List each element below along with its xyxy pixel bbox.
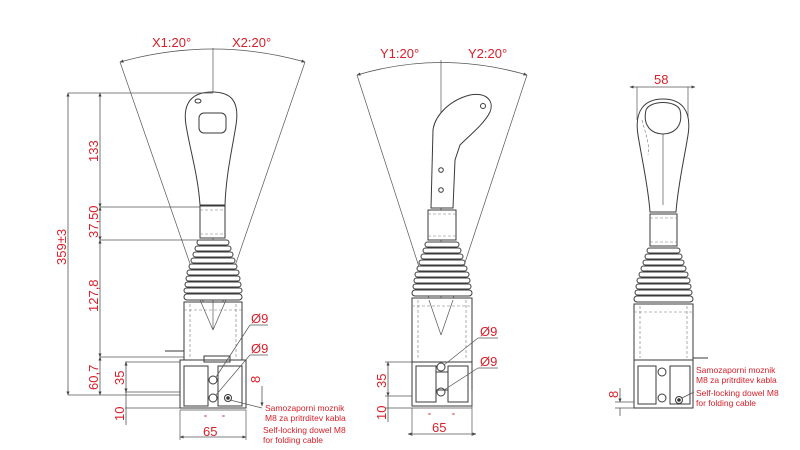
side-dim-10-label: 10 [374, 406, 389, 420]
rear-note-line3: Self-locking dowel M8 [696, 388, 779, 398]
front-note-line1: Samozaporni moznik [265, 403, 345, 413]
front-dim-65-label: 65 [203, 424, 217, 439]
rear-dim-58-label: 58 [654, 72, 668, 87]
front-dim-607-label: 60,7 [86, 365, 101, 390]
side-dim-35-label: 35 [374, 374, 389, 388]
side-view: Y1:20° Y2:20° [356, 46, 528, 436]
front-dim-8-label: 8 [248, 376, 263, 383]
front-note-line2: M8 za pritrditev kabla [265, 413, 346, 423]
svg-text:=: = [204, 414, 207, 420]
rear-note-line4: for folding cable [696, 398, 756, 408]
front-dim-3750-label: 37,50 [86, 205, 101, 238]
side-base [411, 297, 473, 363]
side-angle-left-label: Y1:20° [380, 46, 419, 61]
side-bellows [411, 241, 473, 297]
front-hole-bottom-label: Ø9 [251, 341, 268, 356]
front-angle-right-label: X2:20° [232, 35, 271, 50]
front-dim-10-label: 10 [112, 407, 127, 421]
front-dim-35-label: 35 [112, 371, 127, 385]
front-angle-left-label: X1:20° [152, 35, 191, 50]
svg-text:=: = [222, 414, 225, 420]
rear-mount [633, 359, 694, 409]
front-note-line4: for folding cable [263, 435, 323, 445]
rear-note-line2: M8 za pritrditev kabla [696, 375, 777, 385]
rear-view: 58 [606, 72, 779, 416]
svg-text:=: = [452, 412, 455, 418]
side-mount [411, 361, 473, 407]
side-dim-65-label: 65 [432, 420, 446, 435]
front-dim-1278-label: 127,8 [86, 279, 101, 312]
rear-dim-8-label: 8 [606, 391, 621, 398]
side-hole-bottom-label: Ø9 [480, 354, 497, 369]
front-vertical-dimensions [66, 92, 213, 425]
front-dim-total-label: 359±3 [54, 229, 69, 265]
front-note-line3: Self-locking dowel M8 [263, 425, 346, 435]
svg-text:=: = [428, 412, 431, 418]
front-hole-top-label: Ø9 [251, 311, 268, 326]
front-handle [184, 91, 238, 206]
side-handle [430, 93, 492, 209]
rear-bellows [633, 247, 694, 303]
side-hole-top-label: Ø9 [480, 324, 497, 339]
side-angle-right-label: Y2:20° [468, 46, 507, 61]
front-view: X1:20° X2:20° [54, 35, 346, 445]
front-dim-133-label: 133 [86, 140, 101, 162]
front-bellows [183, 239, 243, 301]
rear-base [633, 303, 694, 361]
rear-note-line1: Samozaporni moznik [696, 365, 776, 375]
